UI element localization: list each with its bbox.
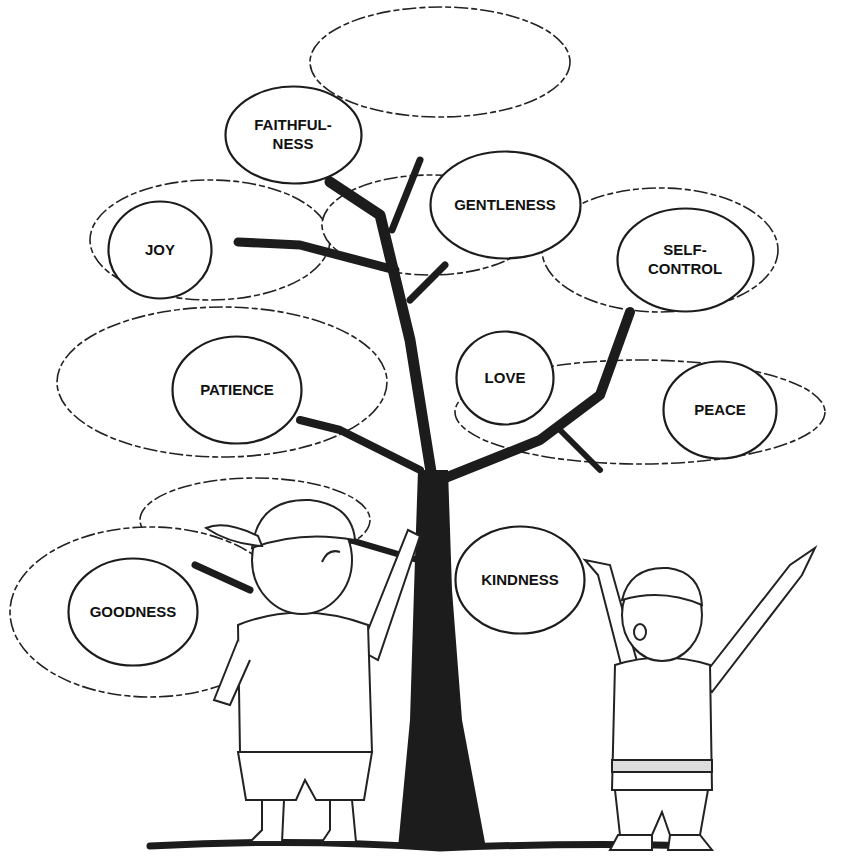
fruit-circle: GENTLENESS: [429, 150, 582, 260]
foliage: [310, 7, 570, 117]
fruit-word: PEACE: [694, 401, 746, 420]
fruit-circle: PEACE: [662, 360, 778, 460]
fruit-circle: FAITHFUL- NESS: [224, 85, 363, 185]
foliage: [90, 180, 330, 300]
foliage: [57, 307, 387, 457]
fruit-word: GOODNESS: [90, 603, 177, 622]
fruit-circle: JOY: [107, 200, 213, 300]
boy-right: [585, 548, 815, 850]
fruit-word: SELF- CONTROL: [639, 241, 731, 279]
fruit-word: JOY: [145, 241, 175, 260]
fruit-word: KINDNESS: [481, 571, 559, 590]
fruit-circle: GOODNESS: [67, 557, 199, 667]
fruit-word: LOVE: [485, 369, 526, 388]
fruit-circle: LOVE: [455, 330, 555, 426]
fruit-circle: SELF- CONTROL: [616, 207, 755, 313]
fruit-word: PATIENCE: [200, 381, 274, 400]
fruit-circle: PATIENCE: [171, 335, 303, 445]
fruit-circle: KINDNESS: [454, 525, 586, 635]
fruit-word: FAITHFUL- NESS: [247, 116, 339, 154]
fruit-word: GENTLENESS: [454, 196, 556, 215]
boy-left: [206, 500, 420, 842]
